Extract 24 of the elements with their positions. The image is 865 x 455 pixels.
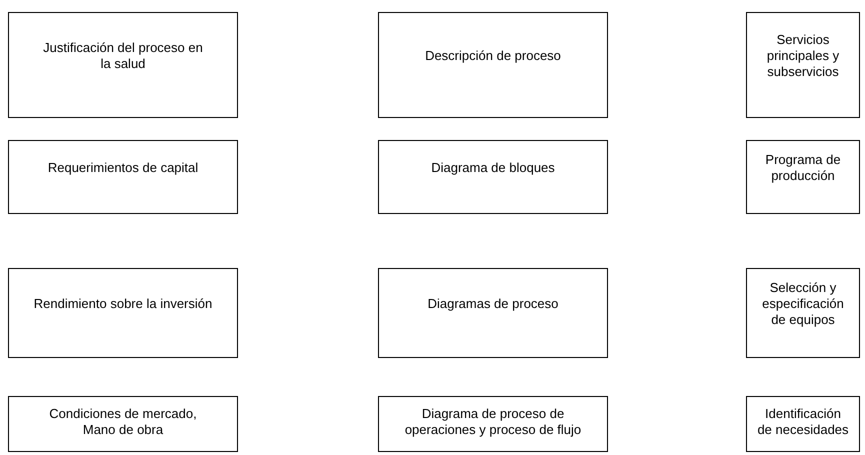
box-label: Descripción de proceso xyxy=(425,48,561,64)
process-box xyxy=(378,268,608,358)
box-label: Diagrama de proceso de operaciones y proceso de flujo xyxy=(404,406,582,438)
box-label: Selección y especificación de equipos xyxy=(761,280,845,328)
box-label: Servicios principales y subservicios xyxy=(766,32,840,80)
box-label: Rendimiento sobre la inversión xyxy=(34,296,212,312)
process-box xyxy=(378,12,608,118)
process-box xyxy=(746,140,860,214)
box-label: Diagramas de proceso xyxy=(428,296,558,312)
process-box xyxy=(8,140,238,214)
box-label: Condiciones de mercado, Mano de obra xyxy=(48,406,198,438)
box-label: Requerimientos de capital xyxy=(48,160,198,176)
process-box xyxy=(378,140,608,214)
box-label: Identificación de necesidades xyxy=(757,406,849,438)
box-label: Justificación del proceso en la salud xyxy=(42,40,204,72)
box-label: Programa de producción xyxy=(764,152,842,184)
process-box xyxy=(746,268,860,358)
process-box xyxy=(8,396,238,452)
box-label: Diagrama de bloques xyxy=(431,160,555,176)
process-box xyxy=(378,396,608,452)
process-box xyxy=(8,12,238,118)
process-box xyxy=(746,396,860,452)
process-box xyxy=(8,268,238,358)
process-box xyxy=(746,12,860,118)
